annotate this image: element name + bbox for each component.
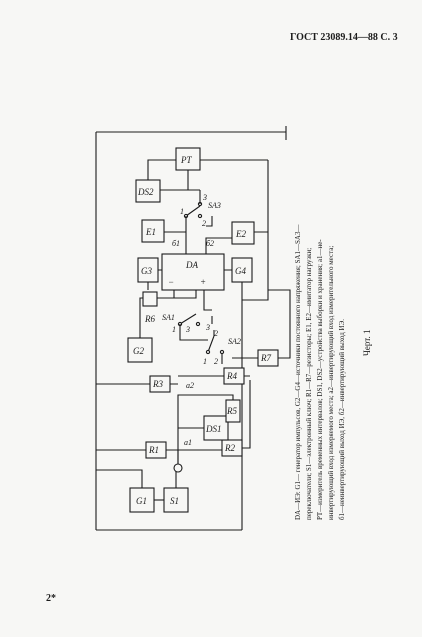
da-input-plus: +	[200, 277, 206, 287]
figure-caption: DA—ИЭ: G1— генератор импульсов, G2—G4—ис…	[294, 224, 346, 520]
svg-text:3: 3	[202, 193, 207, 202]
block-s1-label: S1	[170, 496, 179, 506]
input-terminal	[173, 463, 183, 473]
switch-sa1-label: SA1	[162, 313, 175, 322]
caption-line-1: DA—ИЭ: G1— генератор импульсов, G2—G4—ис…	[294, 224, 302, 520]
block-g4-label: G4	[235, 266, 246, 276]
svg-text:1: 1	[180, 207, 184, 216]
svg-text:3: 3	[205, 323, 210, 332]
da-input-minus: −	[168, 277, 174, 287]
right-rail-top	[242, 160, 269, 301]
caption-line-3: PT—измеритель временных интервалов; DS1,…	[316, 239, 324, 520]
block-g2-label: G2	[133, 346, 144, 356]
node-a2: a2	[186, 381, 194, 390]
block-g3-label: G3	[141, 266, 152, 276]
resistor-r6	[142, 291, 158, 307]
block-e1	[141, 219, 165, 243]
svg-text:2: 2	[214, 329, 218, 338]
output-b2: б2	[206, 239, 214, 248]
schematic: G1 S1 R1 a1 R2 DS1 R5 a2 R3 R4	[95, 126, 291, 531]
svg-text:2: 2	[214, 357, 218, 366]
resistor-r6-label: R6	[144, 314, 155, 324]
block-e2-label: E2	[235, 229, 246, 239]
block-da-label: DA	[185, 260, 198, 270]
resistor-r3-label: R3	[152, 379, 163, 389]
resistor-r2-label: R2	[224, 443, 235, 453]
page-header: ГОСТ 23089.14—88 С. 3	[290, 32, 398, 43]
block-e1-label: E1	[145, 227, 156, 237]
svg-text:1: 1	[203, 357, 207, 366]
svg-text:2: 2	[202, 219, 206, 228]
resistor-r1-label: R1	[148, 445, 159, 455]
block-g2	[127, 337, 153, 363]
block-da	[161, 253, 225, 291]
switch-sa2-label: SA2	[228, 337, 241, 346]
switch-sa1	[179, 313, 213, 325]
resistor-r5-label: R5	[226, 406, 237, 416]
switch-sa3-label: SA3	[208, 201, 221, 210]
output-b1: б1	[172, 239, 180, 248]
block-g1-label: G1	[136, 496, 147, 506]
switch-sa3	[185, 205, 213, 227]
node-a1: a1	[184, 438, 192, 447]
figure-label: Черт. 1	[362, 330, 372, 356]
svg-text:1: 1	[172, 325, 176, 334]
caption-line-4: инвертирующий вход измеряемого места; a2…	[327, 246, 335, 520]
svg-text:3: 3	[185, 325, 190, 334]
resistor-r7-label: R7	[260, 353, 271, 363]
block-e2	[231, 221, 255, 245]
caption-line-5: б1—неинвертирующий выход ИЭ, б2—инвертир…	[338, 319, 346, 520]
resistor-r4-label: R4	[226, 371, 237, 381]
caption-line-2: переключатели; S1—электронный ключ; R1—R…	[305, 248, 313, 520]
page-marker: 2*	[46, 593, 56, 604]
block-ds1-label: DS1	[205, 424, 222, 434]
block-ds2-label: DS2	[137, 187, 154, 197]
block-pt-label: PT	[180, 155, 192, 165]
block-ds1	[203, 415, 229, 441]
